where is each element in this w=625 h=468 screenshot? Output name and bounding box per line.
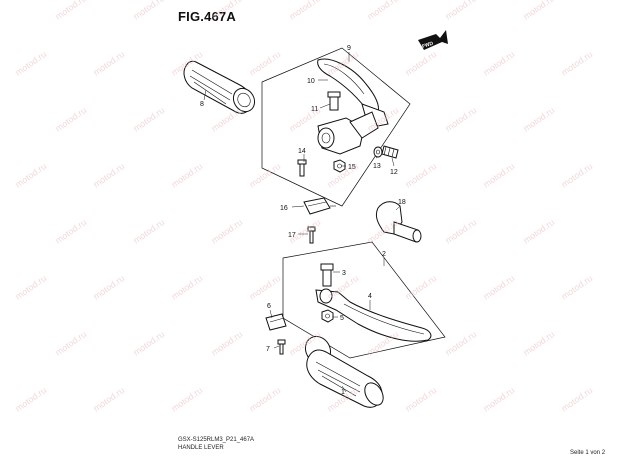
left-grip — [183, 60, 256, 114]
callout-11: 11 — [311, 106, 318, 113]
callout-6: 6 — [267, 303, 271, 310]
callout-7: 7 — [266, 346, 270, 353]
callout-labels: 9 10 11 14 15 13 12 8 16 18 17 2 3 4 5 6… — [200, 45, 406, 396]
screw-14 — [297, 159, 307, 177]
screw-7 — [277, 339, 286, 355]
callout-18: 18 — [398, 199, 406, 206]
callout-3: 3 — [342, 270, 346, 277]
adjuster-12 — [381, 145, 399, 159]
callout-9: 9 — [347, 45, 351, 52]
callout-17: 17 — [288, 232, 296, 239]
callout-5: 5 — [340, 315, 344, 322]
drawing-code: GSX-S125RLM3_P21_467A — [178, 437, 255, 443]
leader-lines — [203, 52, 401, 393]
brake-lever — [315, 288, 432, 342]
fwd-label: FWD — [421, 41, 434, 50]
lever-holder — [317, 111, 379, 155]
switch-16 — [303, 197, 336, 215]
callout-12: 12 — [390, 169, 398, 176]
nut-5 — [321, 309, 334, 323]
figure-title: FIG.467A — [178, 9, 236, 24]
screw-17 — [307, 226, 316, 244]
callout-13: 13 — [373, 163, 381, 170]
callout-1: 1 — [341, 389, 345, 396]
lower-assembly-frame — [282, 241, 446, 359]
pivot-bolt — [327, 91, 341, 111]
callout-2: 2 — [382, 251, 386, 258]
callout-16: 16 — [280, 205, 288, 212]
throttle-grip — [304, 335, 384, 408]
fwd-arrow-icon: FWD — [418, 30, 448, 50]
callout-14: 14 — [298, 148, 306, 155]
callout-4: 4 — [368, 293, 372, 300]
callout-8: 8 — [200, 101, 204, 108]
bolt-3 — [320, 263, 334, 287]
washer-13 — [373, 146, 383, 158]
drawing-name: HANDLE LEVER — [178, 445, 224, 451]
callout-15: 15 — [348, 164, 356, 171]
page-indicator: Seite 1 von 2 — [570, 450, 606, 456]
callout-10: 10 — [307, 78, 315, 85]
switch-6 — [265, 313, 287, 331]
lever-guard-18 — [375, 201, 422, 243]
